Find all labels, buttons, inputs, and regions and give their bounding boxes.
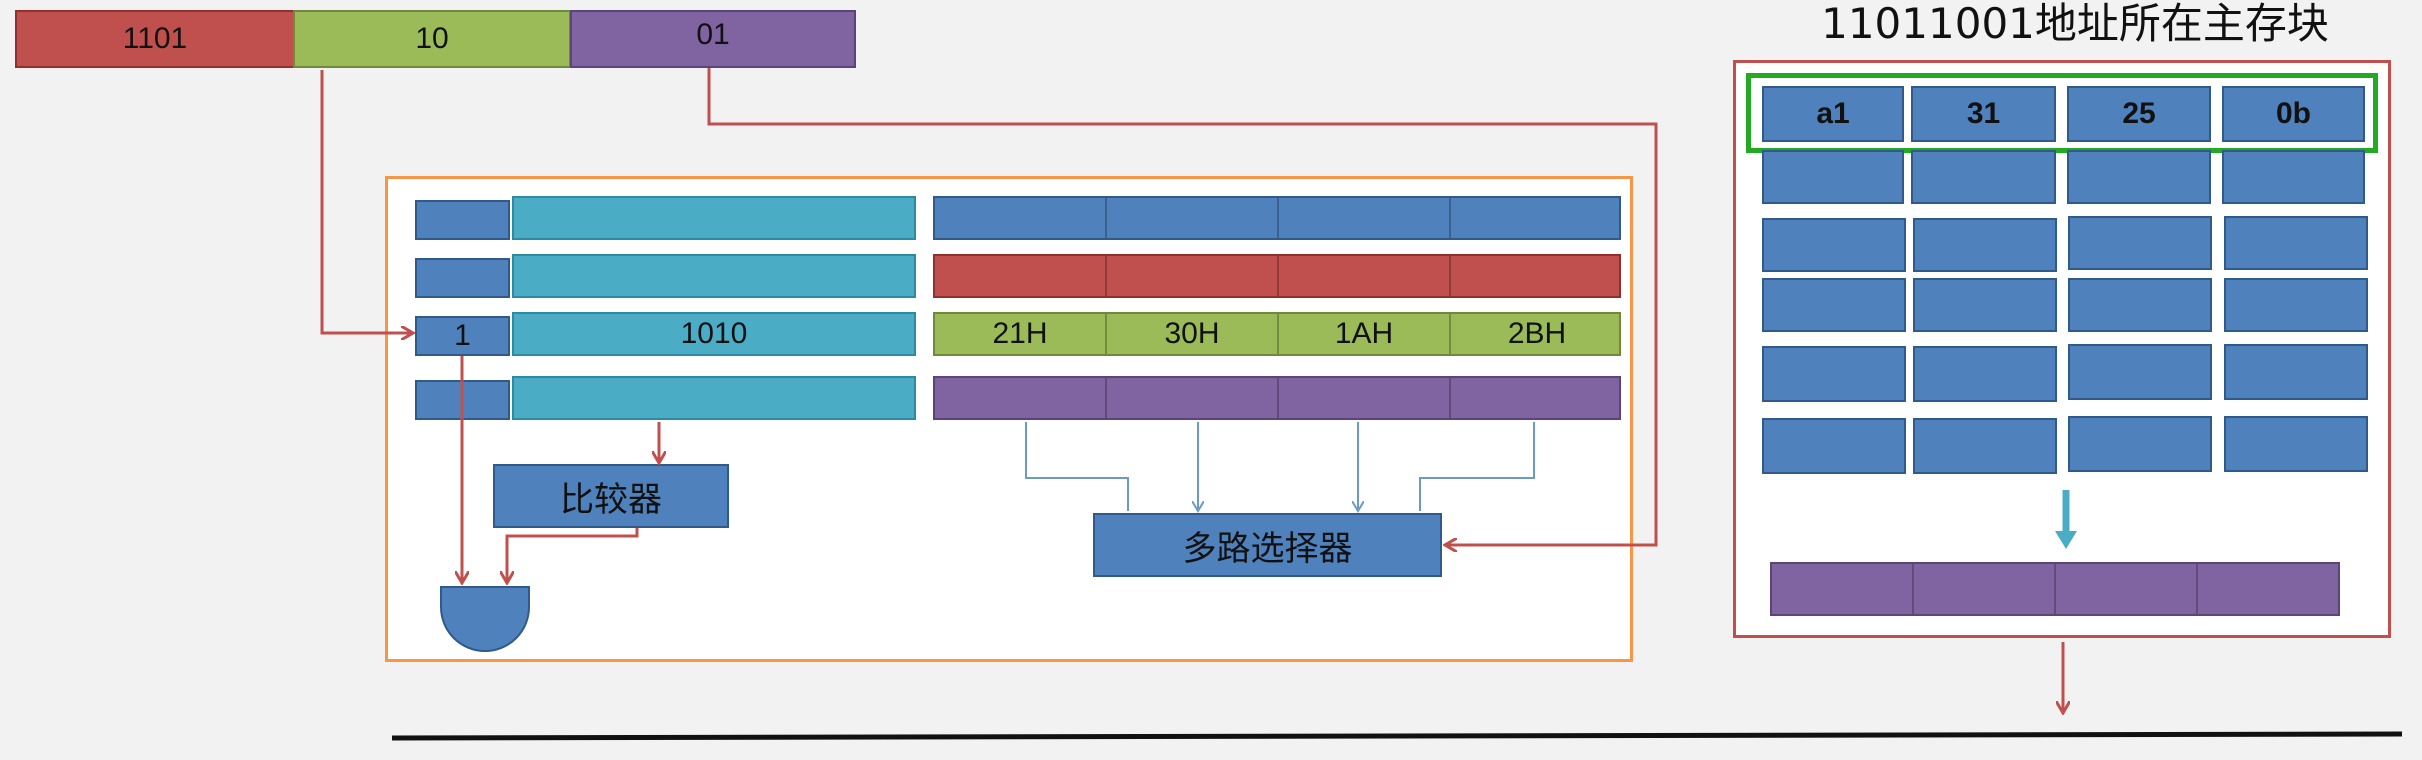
cache-data-row [933,196,1621,240]
memory-block [2224,278,2368,332]
memory-block [2067,150,2211,204]
multiplexer-label: 多路选择器 [1182,528,1353,569]
memory-block [1762,418,1906,474]
memory-block [1762,278,1906,332]
cache-byte: 21H [935,314,1107,354]
cache-tag: 1010 [512,312,916,356]
multiplexer: 多路选择器 [1093,513,1442,577]
memory-byte: 25 [2067,86,2211,142]
cache-byte: 2BH [1507,317,1567,350]
memory-block [2068,278,2212,332]
cache-valid-bit [415,258,510,298]
address-index-value: 10 [415,22,449,55]
address-offset-field: 01 [570,10,856,68]
index-wire [320,70,412,333]
cache-data-row: 21H 30H 1AH 2BH [933,312,1621,356]
address-index-field: 10 [293,10,571,68]
memory-block [2068,416,2212,472]
comparator-label: 比较器 [560,479,662,520]
memory-block [1913,218,2057,272]
memory-block [1762,150,1904,204]
mux-input-wire [1025,422,1129,511]
address-offset-value: 01 [696,18,730,51]
memory-block [2224,216,2368,270]
address-tag-value: 1101 [122,22,188,55]
memory-block [2224,416,2368,472]
mux-input-wire [1419,422,1535,511]
cache-tag [512,254,916,298]
cache-tag [512,376,916,420]
memory-byte: a1 [1762,86,1904,142]
bottom-divider [391,731,2403,741]
comparator-to-gate-wire [507,528,639,582]
memory-title: 11011001地址所在主存块 [1821,0,2329,48]
memory-block [2222,150,2365,204]
cache-valid-bit [415,200,510,240]
memory-block [1762,346,1906,402]
cache-valid-bit: 1 [415,316,510,356]
memory-highlight [1746,73,2378,153]
memory-block [2224,344,2368,400]
memory-block [2068,216,2212,270]
cache-data-row [933,376,1621,420]
memory-block [1913,346,2057,402]
memory-block [1913,278,2057,332]
memory-block [1762,218,1906,272]
cache-byte: 1AH [1279,314,1451,354]
cache-tag [512,196,916,240]
memory-block [1913,418,2057,474]
memory-byte: 31 [1911,86,2056,142]
cache-byte: 30H [1107,314,1279,354]
memory-byte: 0b [2222,86,2365,142]
address-tag-field: 1101 [15,10,295,68]
comparator: 比较器 [493,464,729,528]
cache-data-row [933,254,1621,298]
offset-wire [707,68,1658,545]
memory-block [1911,150,2056,204]
memory-output-row [1770,562,2340,616]
memory-block [2068,344,2212,400]
